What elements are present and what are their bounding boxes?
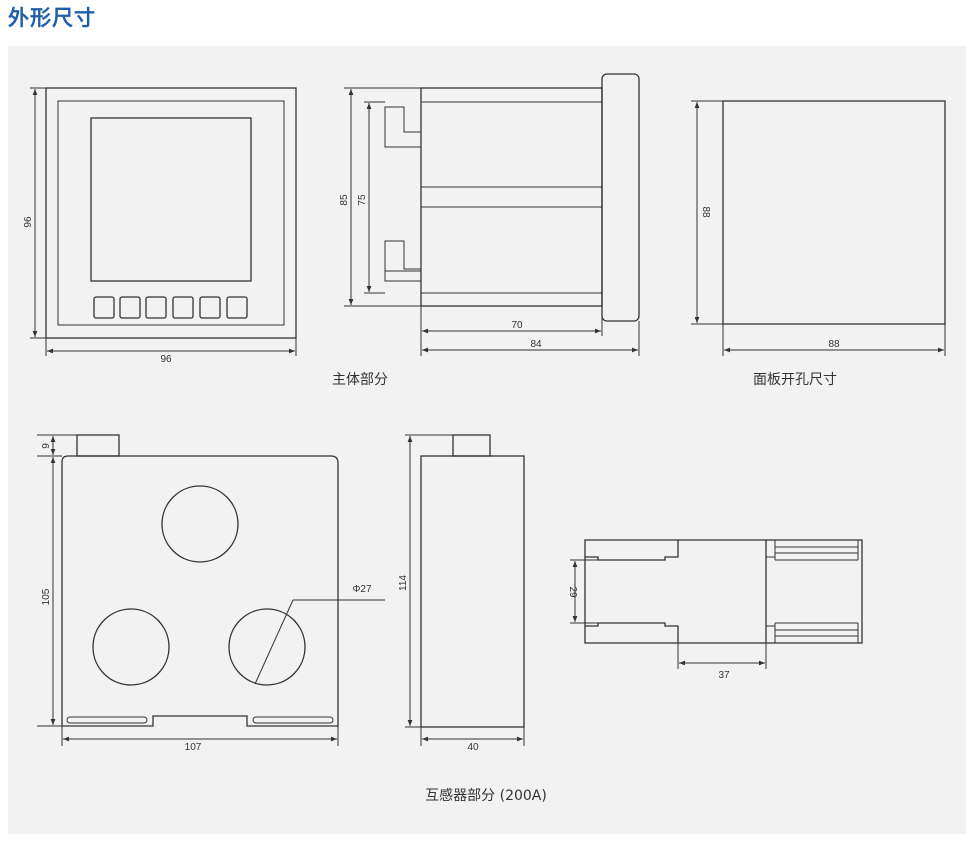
drawing-panel xyxy=(8,46,966,834)
dim-cutout-width: 88 xyxy=(828,339,840,350)
panel-cutout-caption: 面板开孔尺寸 xyxy=(753,372,837,388)
dim-front-height: 96 xyxy=(23,216,34,228)
page-title: 外形尺寸 xyxy=(8,6,96,30)
dim-side-inner-height: 75 xyxy=(357,194,368,206)
dim-top-offset: 9 xyxy=(41,443,52,449)
dim-side-height: 114 xyxy=(398,575,409,591)
dim-cutout-height: 88 xyxy=(700,206,711,218)
transformer-side-view: 114 40 xyxy=(398,434,525,753)
dim-side-depth-total: 84 xyxy=(530,339,542,350)
dim-hole-diameter: Φ27 xyxy=(352,584,372,595)
dim-bottom-gap: 29 xyxy=(567,586,578,598)
dim-side-depth-inner: 70 xyxy=(511,320,523,331)
transformer-front-view: Φ27 9 105 107 xyxy=(37,434,385,753)
main-body-caption: 主体部分 xyxy=(332,372,388,388)
panel-cutout-view: 88 88 xyxy=(691,100,946,356)
transformer-bottom-view: 29 37 xyxy=(567,539,863,681)
dim-side-width: 40 xyxy=(467,742,479,753)
main-side-view: 85 75 70 84 xyxy=(339,73,640,356)
front-panel-buttons xyxy=(93,296,248,319)
dim-bottom-spacing: 37 xyxy=(718,670,730,681)
dim-side-outer-height: 85 xyxy=(339,194,350,206)
dim-transformer-width: 107 xyxy=(185,742,202,753)
dim-front-width: 96 xyxy=(160,354,172,365)
transformer-caption: 互感器部分 (200A) xyxy=(425,787,547,804)
main-front-view: 96 96 xyxy=(23,87,297,365)
dim-transformer-height: 105 xyxy=(41,588,52,605)
